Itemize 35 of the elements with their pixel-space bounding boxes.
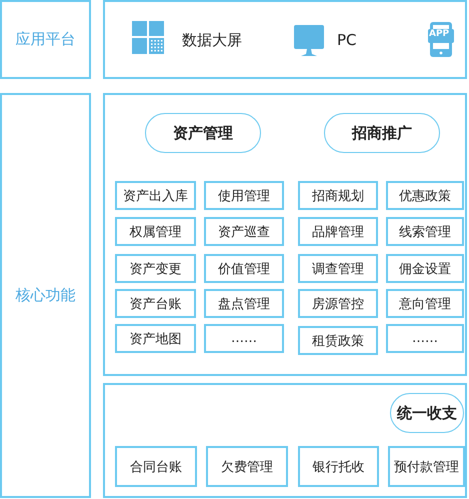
module-pill: 招商推广 bbox=[324, 113, 440, 153]
platform-panel bbox=[103, 0, 467, 79]
function-cell: 资产出入库 bbox=[115, 181, 196, 210]
function-cell: 资产台账 bbox=[115, 289, 196, 318]
function-cell: 权属管理 bbox=[115, 217, 196, 246]
function-cell: 佣金设置 bbox=[386, 254, 464, 283]
function-cell: 银行托收 bbox=[298, 446, 379, 487]
function-cell: …… bbox=[204, 324, 284, 353]
function-cell: 资产地图 bbox=[115, 324, 196, 353]
platform-label-box: 应用平台 bbox=[0, 0, 91, 79]
billing-panel bbox=[103, 383, 467, 498]
core-label-box: 核心功能 bbox=[0, 93, 91, 498]
function-cell: 租赁政策 bbox=[298, 326, 378, 355]
function-cell: 优惠政策 bbox=[386, 181, 464, 210]
function-cell: 品牌管理 bbox=[298, 217, 378, 246]
function-cell: 使用管理 bbox=[204, 181, 284, 210]
function-cell: 意向管理 bbox=[386, 289, 464, 318]
function-cell: 线索管理 bbox=[386, 217, 464, 246]
function-cell: 价值管理 bbox=[204, 254, 284, 283]
function-cell: 招商规划 bbox=[298, 181, 378, 210]
function-cell: 资产变更 bbox=[115, 254, 196, 283]
module-pill: 统一收支 bbox=[390, 393, 464, 433]
core-panel bbox=[103, 93, 467, 376]
platform-name: PC bbox=[337, 31, 357, 49]
function-cell: 盘点管理 bbox=[204, 289, 284, 318]
function-cell: …… bbox=[386, 324, 464, 353]
function-cell: 合同台账 bbox=[115, 446, 197, 487]
function-cell: 资产巡查 bbox=[204, 217, 284, 246]
function-cell: 欠费管理 bbox=[206, 446, 288, 487]
app-icon-text: APP bbox=[429, 29, 450, 39]
module-pill: 资产管理 bbox=[145, 113, 261, 153]
function-cell: 房源管控 bbox=[298, 289, 378, 318]
function-cell: 调查管理 bbox=[298, 254, 378, 283]
function-cell: 预付款管理 bbox=[388, 446, 465, 487]
platform-name: 数据大屏 bbox=[182, 31, 242, 50]
